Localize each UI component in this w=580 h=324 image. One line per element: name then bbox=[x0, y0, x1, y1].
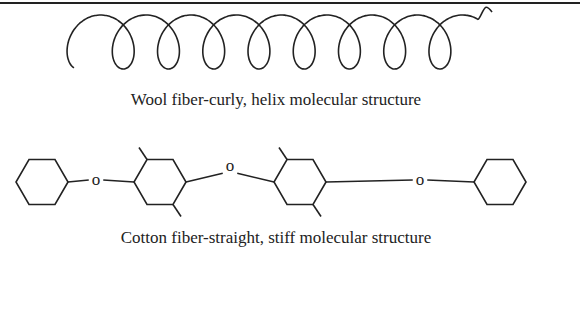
glycosidic-bond bbox=[326, 180, 413, 182]
side-bond bbox=[279, 147, 287, 159]
glucose-ring bbox=[474, 160, 526, 205]
glycosidic-bond bbox=[186, 173, 223, 182]
glucose-ring bbox=[16, 160, 68, 205]
top-rule bbox=[0, 2, 580, 4]
side-bond bbox=[173, 205, 181, 217]
side-bond bbox=[139, 147, 147, 159]
figure-caption: Cotton fiber-straight, stiff molecular s… bbox=[121, 229, 431, 248]
side-bond bbox=[313, 205, 321, 217]
glycosidic-bond bbox=[237, 173, 274, 182]
oxygen-atom: o bbox=[92, 171, 101, 190]
oxygen-atom: o bbox=[226, 157, 235, 176]
glucose-ring bbox=[134, 160, 186, 205]
helix-coil bbox=[67, 7, 492, 69]
glycosidic-bond bbox=[68, 180, 89, 182]
glycosidic-bond bbox=[103, 180, 134, 182]
cellulose-chain bbox=[16, 147, 526, 216]
oxygen-atom: o bbox=[416, 171, 425, 190]
wool-helix bbox=[67, 7, 492, 69]
glucose-ring bbox=[274, 160, 326, 205]
figure-caption: Wool fiber-curly, helix molecular struct… bbox=[131, 91, 421, 110]
glycosidic-bond bbox=[427, 180, 474, 182]
